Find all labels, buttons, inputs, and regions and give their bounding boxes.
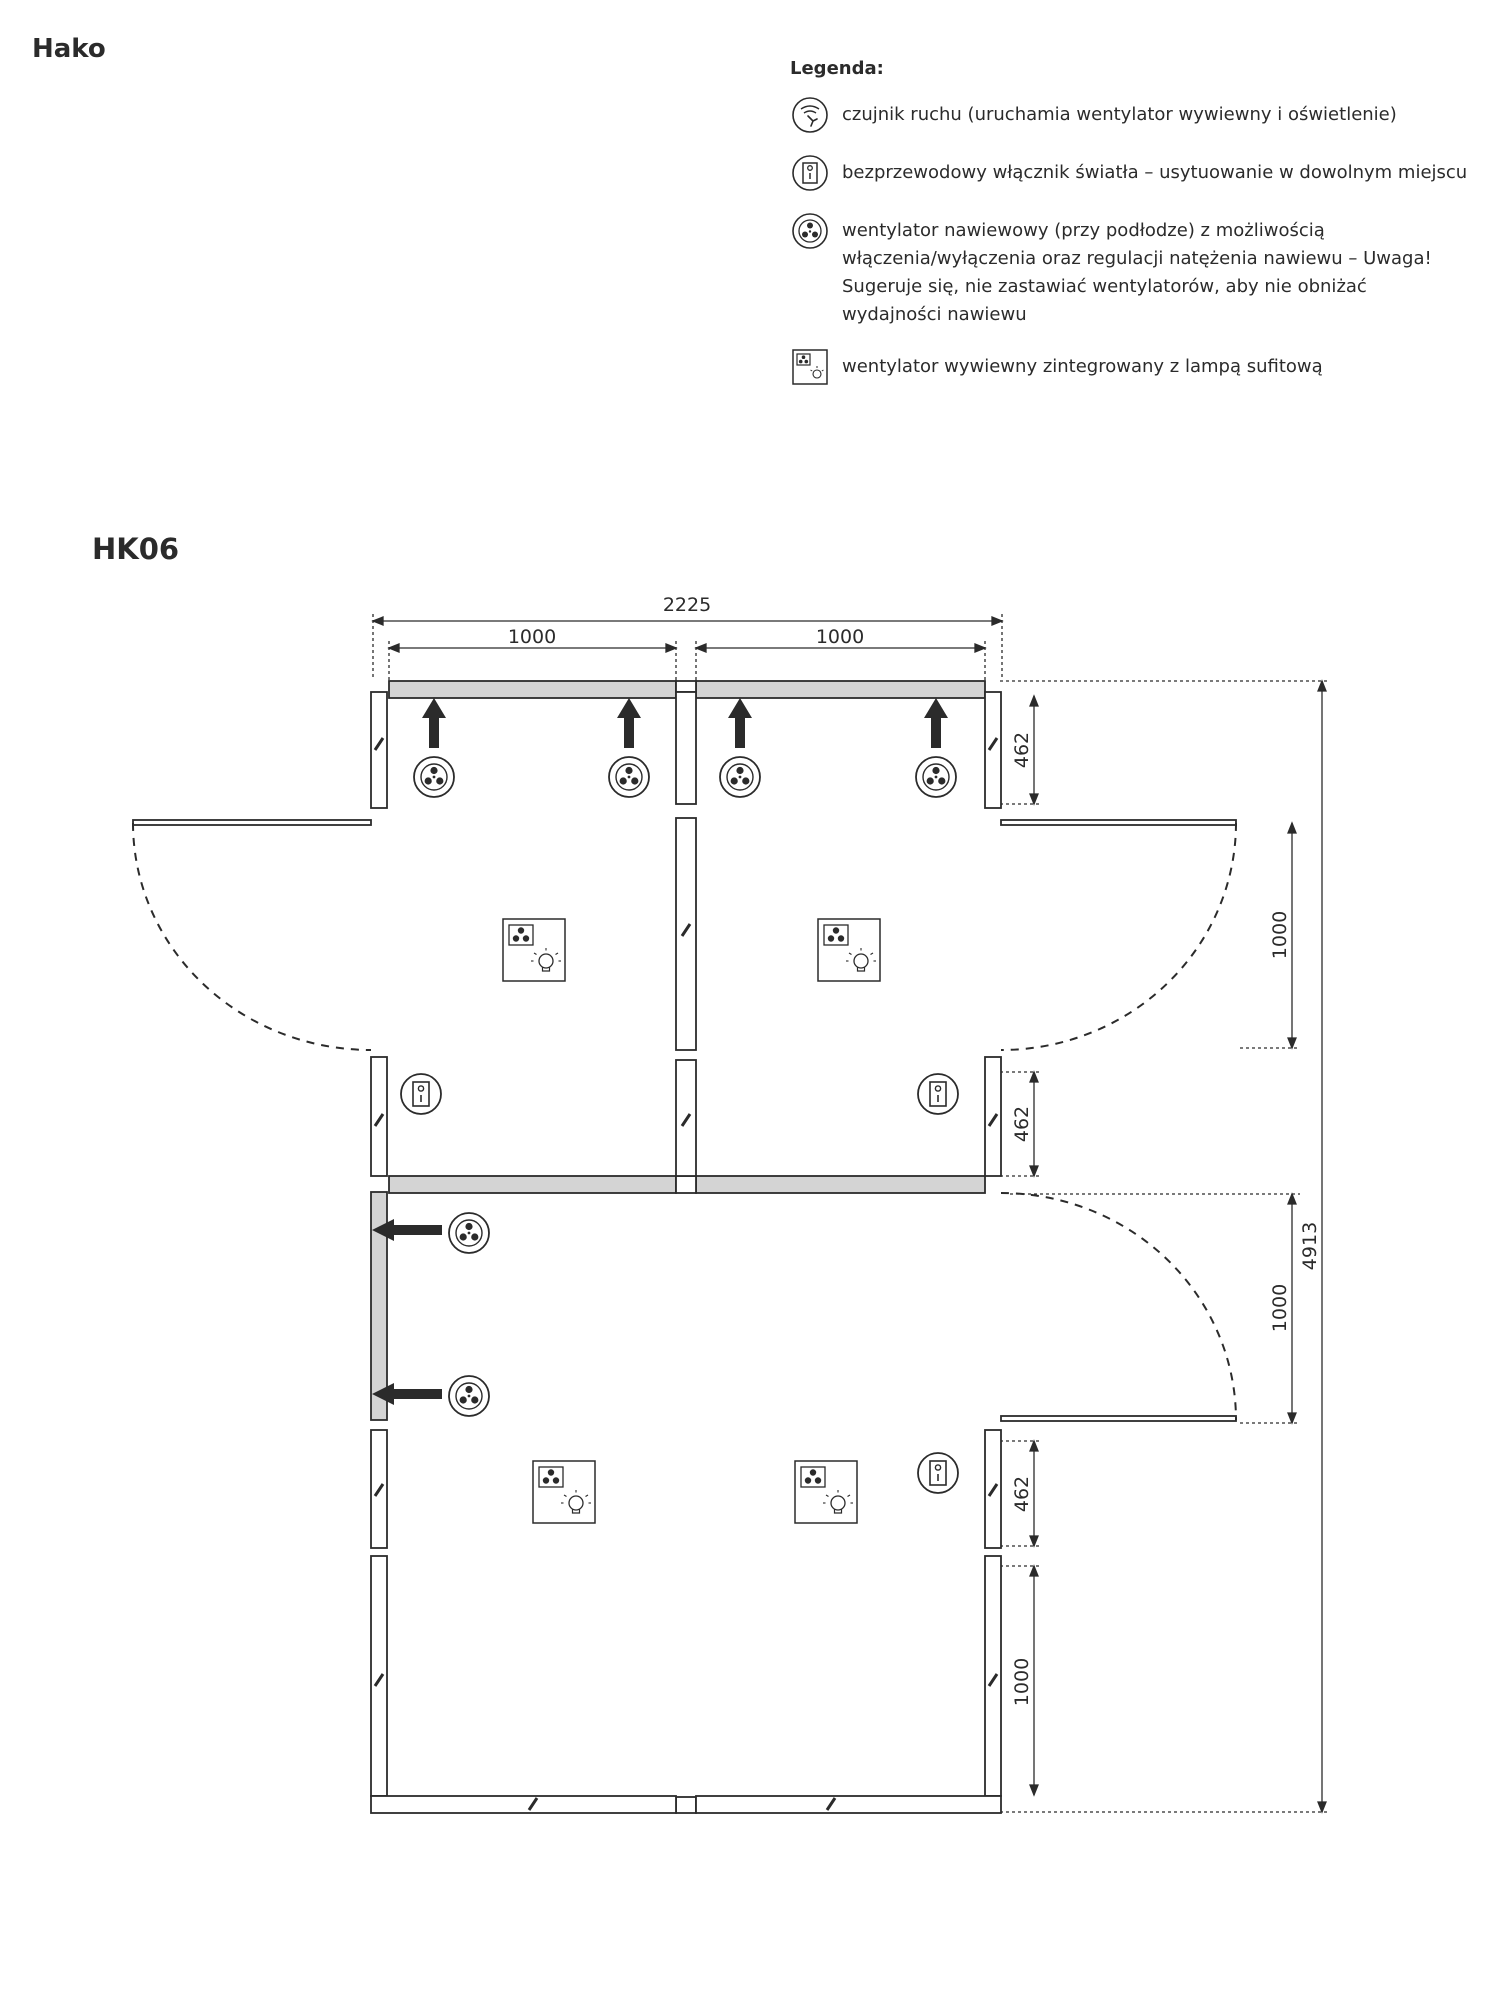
dim-top-right: 1000 xyxy=(816,626,864,648)
airflow-arrows xyxy=(372,698,948,1405)
legend-title: Legenda: xyxy=(790,58,884,79)
legend-item-wireless-switch: bezprzewodowy włącznik światła – usytuow… xyxy=(790,155,1470,193)
legend-text: wentylator nawiewowy (przy podłodze) z m… xyxy=(842,220,1432,325)
dim-right-door-1: 1000 xyxy=(1269,911,1291,959)
brand-name: Hako xyxy=(32,34,106,64)
dim-total-width: 2225 xyxy=(663,594,711,616)
dim-right-mid-wall: 462 xyxy=(1011,1106,1033,1142)
legend-item-supply-fan: wentylator nawiewowy (przy podłodze) z m… xyxy=(790,213,1470,329)
dim-top-left: 1000 xyxy=(508,626,556,648)
legend-text: bezprzewodowy włącznik światła – usytuow… xyxy=(842,162,1468,183)
legend-text: wentylator wywiewny zintegrowany z lampą… xyxy=(842,356,1323,377)
legend-item-exhaust-fan-lamp: wentylator wywiewny zintegrowany z lampą… xyxy=(790,349,1470,387)
plan-title: HK06 xyxy=(92,532,180,566)
wireless-switch-icon xyxy=(792,155,828,191)
motion-sensor-icon xyxy=(792,97,828,133)
door-swings xyxy=(132,822,1237,1421)
dim-right-lower-wall: 462 xyxy=(1011,1476,1033,1512)
dim-right-door-2: 1000 xyxy=(1269,1284,1291,1332)
dim-right-bottom-panel: 1000 xyxy=(1011,1658,1033,1706)
legend-text: czujnik ruchu (uruchamia wentylator wywi… xyxy=(842,104,1397,125)
legend: Legenda: czujnik ruchu (uruchamia wentyl… xyxy=(790,58,1470,411)
supply-fan-icon xyxy=(792,213,828,249)
exhaust-fan-lamp-icon xyxy=(792,349,828,385)
dim-total-height: 4913 xyxy=(1299,1222,1321,1270)
dimension-lines xyxy=(371,614,1330,1814)
walls xyxy=(132,680,1237,1814)
dim-right-upper-wall: 462 xyxy=(1011,732,1033,768)
legend-item-motion-sensor: czujnik ruchu (uruchamia wentylator wywi… xyxy=(790,97,1470,135)
